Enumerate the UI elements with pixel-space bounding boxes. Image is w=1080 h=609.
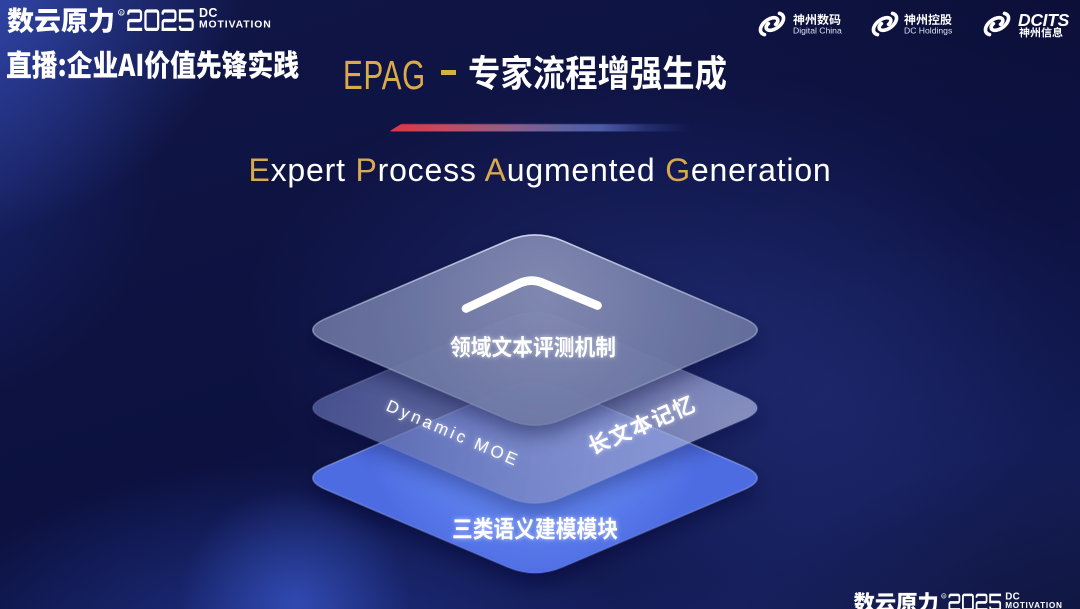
svg-text:DC: DC: [1005, 591, 1020, 602]
svg-text:MOTIVATION: MOTIVATION: [199, 20, 272, 31]
svg-text:R: R: [120, 10, 124, 15]
svg-text:DC: DC: [199, 6, 218, 20]
svg-text:MOTIVATION: MOTIVATION: [1005, 600, 1062, 609]
svg-text:DC Holdings: DC Holdings: [904, 26, 952, 36]
svg-text:R: R: [942, 594, 945, 598]
svg-text:DCITS: DCITS: [1018, 10, 1070, 30]
svg-text:Digital China: Digital China: [793, 26, 842, 36]
